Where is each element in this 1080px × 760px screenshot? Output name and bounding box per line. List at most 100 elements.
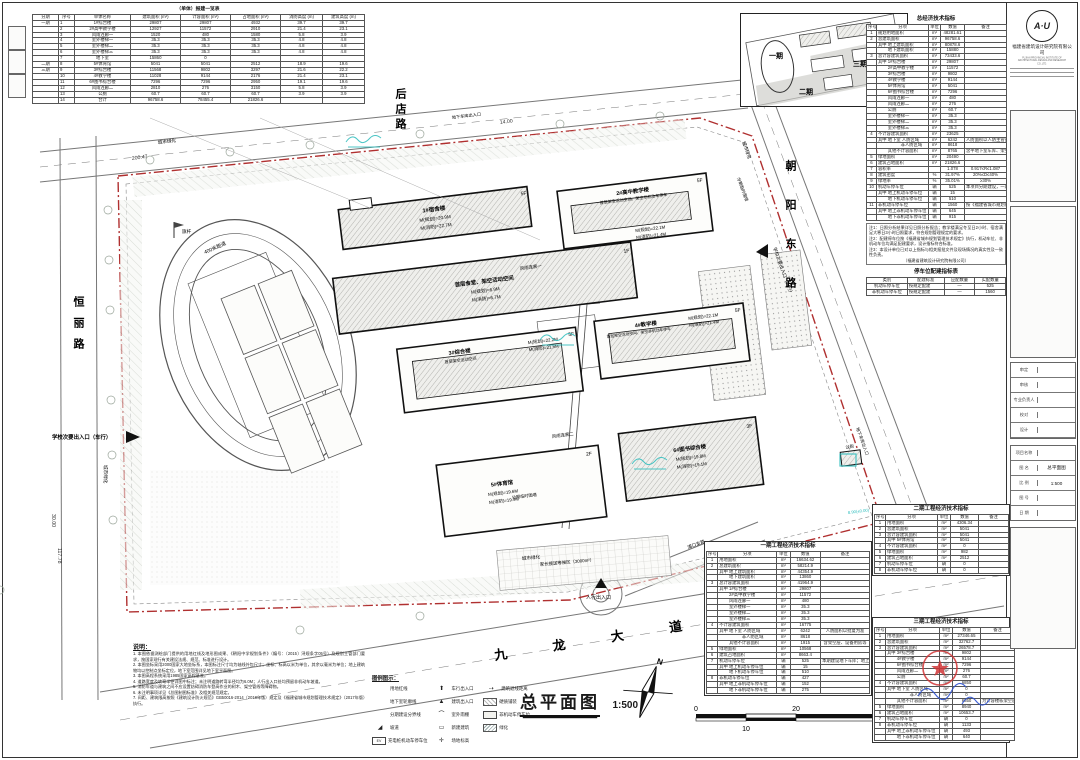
building-6-height-plan: M(规划)=19.8M (675, 452, 706, 463)
building-1-label: 1#宿舍楼 (422, 204, 446, 215)
inset-phase2-label: 二期 (799, 87, 813, 96)
dim-11778: 117.78 (56, 548, 62, 564)
building-4-floors: 5F (734, 307, 741, 314)
corridor2-label: 风雨连廊二 (551, 430, 574, 440)
overall-note-2: 注2：配建停车位按《福建省城市规划管理技术规定》执行，机动车位、非机动车位均满足… (869, 235, 1003, 247)
notes-block: 说明： 1. 本图依据测绘部门提供的用地红线及地形图成果、《朝阳中学规划条件》（… (133, 642, 365, 706)
legend-item: ⬆车行出入口 (434, 682, 478, 695)
dim-20047: 200.47 (132, 154, 149, 162)
margin-box-2 (8, 50, 26, 74)
table-header-row: 序号分项单位数值备注 (874, 626, 1015, 634)
green-label-1: 城市绿化 (157, 137, 176, 146)
field-row: 图 名总平面图 (1011, 461, 1075, 476)
road-label-bottom: 九龙大道 (492, 611, 728, 663)
building-3-sublabel: 首层架空活动空间 (444, 355, 476, 365)
legend-item: ◢坡道 (372, 721, 428, 734)
road-label-right: 朝阳东路 (784, 159, 797, 316)
legend-item: 非机动车停车位 (483, 708, 530, 721)
note-line: 2. 本图坐标采用2000国家大地坐标系，本图标注尺寸均为轴线外包尺寸；坐标、标… (133, 662, 365, 673)
phase1-table-title: 一期工程经济技术指标 (760, 543, 816, 549)
waiting-plaza (496, 535, 672, 591)
margin-box-1 (8, 26, 26, 50)
legend-item: ▲建筑出入口 (434, 695, 478, 708)
building-canteen: 首层食堂、架空活动空间 M(规划)=6.9M M(消防)=6.7M 1F (331, 241, 639, 335)
company-name-en: FUJIAN PROVINCIAL INSTITUTE OF ARCHITECT… (1017, 56, 1067, 66)
gate-main-label: 人行出入口 (586, 594, 611, 601)
company-block: A·U 福建省建筑设计研究院有限公司 FUJIAN PROVINCIAL INS… (1010, 10, 1074, 80)
building-1-height-fire: M(消防)=22.7M (420, 221, 452, 232)
new-building-symbol: ▭ (438, 724, 445, 731)
legend-item: 用地红线 (390, 685, 408, 691)
parking-table-title: 停车位配建指标表 (913, 269, 958, 276)
building-1-dorm: 1#宿舍楼 M(规划)=20.9M M(消防)=22.7M 5F (337, 185, 533, 251)
parking-area-2 (759, 249, 813, 351)
drawing-scale: 1:500 (612, 700, 639, 711)
ramp-symbol: ◢ (377, 724, 383, 731)
building-6-height-fire: M(消防)=19.1M (676, 460, 707, 471)
teal-watermarks (345, 135, 857, 470)
building-5-height-fire: M(消防)=19.9M (489, 495, 520, 506)
legend-item: ⇢建筑退线距离 (483, 682, 530, 695)
fence-label-1: 分期临时围墙 (735, 176, 750, 202)
paving-hatch (483, 697, 498, 706)
legend-item: 地下室轮廓线 (390, 698, 417, 704)
table-row: 其他不计容面积m²6850为计容楼栋架空层、设备用房等 (874, 697, 1015, 705)
canteen-height-plan: M(规划)=6.9M (470, 285, 500, 295)
building-1-height-plan: M(规划)=20.9M (419, 213, 451, 224)
entrance-arrows (126, 244, 768, 588)
signature-ink (917, 682, 991, 706)
table-header-row: 序号分项单位数值备注 (874, 513, 1009, 521)
legend-item: ⌒室外雨棚 (434, 708, 478, 721)
legend-item: 分期建设分界线 (390, 711, 421, 717)
field-row: 图 号 (1011, 491, 1075, 506)
building-6-floors: 3F (746, 423, 753, 430)
north-arrow: N (623, 657, 673, 718)
sign-row: 专业负责人 (1011, 393, 1075, 408)
building-4-height-plan: M(规划)=22.1M (688, 311, 719, 322)
road-label-left: 恒丽路 (72, 295, 85, 359)
track-label: 400米跑道 (203, 240, 227, 256)
building-5-gym: 5#体育馆 M(规划)=19.6M M(消防)=19.9M 2F (435, 444, 608, 538)
note-line: 3. 本图高程系统采用1985国家高程基准。 (133, 673, 209, 679)
leader-lines (149, 117, 541, 241)
level-mark-symbol: ✛ (439, 737, 445, 744)
scalebar-10: 10 (742, 726, 750, 733)
ev-parking-symbol: EV (372, 736, 386, 745)
corridor1-label: 风雨连廊一 (519, 262, 542, 272)
building-2-floors: 5F (696, 178, 703, 185)
sign-row: 审定 (1011, 363, 1075, 378)
